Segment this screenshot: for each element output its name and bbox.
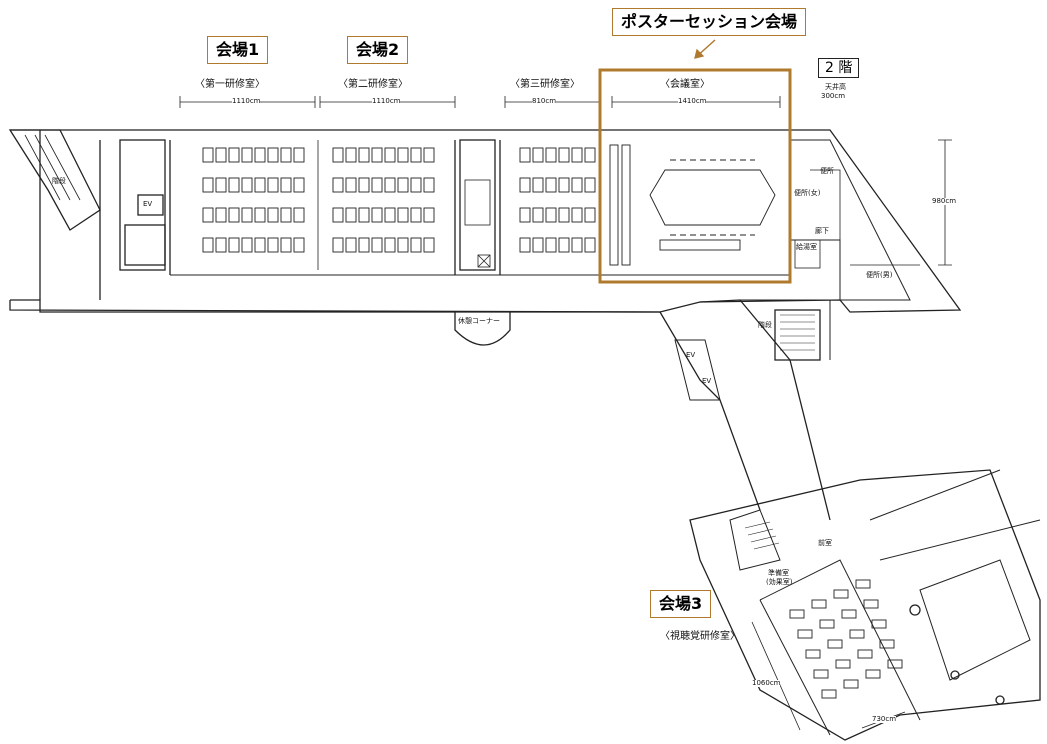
- prep-room-label: 準備室: [768, 569, 789, 577]
- dimension-conference: 1410cm: [678, 97, 707, 105]
- room-name-1: 〈第一研修室〉: [195, 79, 265, 90]
- dimension-room3: 810cm: [532, 97, 557, 105]
- room-name-2: 〈第二研修室〉: [338, 79, 408, 90]
- conference-table: [609, 144, 776, 266]
- elevator-right-label-1: EV: [686, 351, 696, 359]
- corridor-label: 廊下: [815, 227, 829, 235]
- poster-session-highlight: [598, 68, 792, 284]
- restroom-top-label: 便所: [820, 167, 834, 175]
- ceiling-height-label: 天井高: [825, 83, 846, 91]
- restroom-women-label: 便所(女): [794, 189, 821, 197]
- dimension-room1: 1110cm: [232, 97, 261, 105]
- stairs-right-box: [774, 309, 821, 361]
- lounge-label: 休憩コーナー: [458, 317, 500, 325]
- venue-label-hall3: 会場3: [650, 590, 712, 618]
- stairs-right-label: 階段: [758, 321, 772, 329]
- venue-label-hall2: 会場2: [347, 36, 409, 64]
- kitchen-label: 給湯室: [796, 243, 817, 251]
- lounge-outline: [454, 312, 511, 346]
- room-name-av: 〈視聴覚研修室〉: [660, 631, 740, 642]
- anteroom-label: 前室: [818, 539, 832, 547]
- dimension-building-depth: 980cm: [932, 197, 957, 205]
- effects-room-label: (効果室): [766, 578, 793, 586]
- desks-room3: [519, 147, 596, 253]
- annex-outline: [689, 469, 1041, 741]
- restroom-men-label: 便所(男): [866, 271, 893, 279]
- desks-av-room: [789, 579, 903, 699]
- dimension-room2: 1110cm: [372, 97, 401, 105]
- main-building-outline: [10, 129, 962, 313]
- elevator-right-label-2: EV: [702, 377, 712, 385]
- floor-label: 2 階: [818, 58, 860, 78]
- desks-room1: [202, 147, 305, 253]
- elevator-left-label: EV: [143, 200, 153, 208]
- ceiling-height-value: 300cm: [821, 92, 846, 100]
- dimension-av-depth: 1060cm: [752, 679, 781, 687]
- venue-label-hall1: 会場1: [207, 36, 269, 64]
- desks-room2: [332, 147, 435, 253]
- dimension-av-width: 730cm: [872, 715, 897, 723]
- elevator-left-box: [137, 194, 164, 216]
- stairs-left-outline: [8, 129, 101, 231]
- room-name-3: 〈第三研修室〉: [510, 79, 580, 90]
- stairs-left-label: 階段: [52, 177, 66, 185]
- room-name-conference: 〈会議室〉: [660, 79, 710, 90]
- venue-label-poster: ポスターセッション会場: [612, 8, 807, 36]
